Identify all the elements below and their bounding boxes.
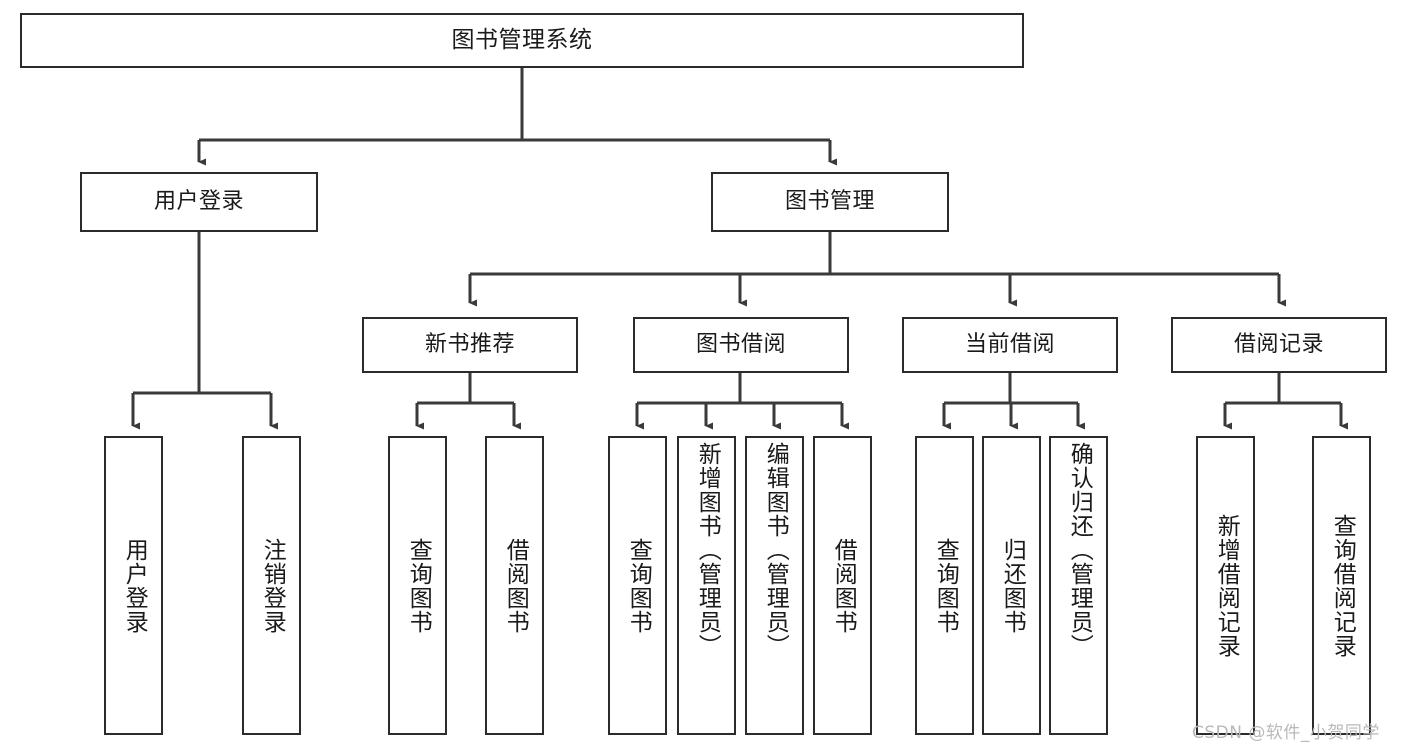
node-label: 用户登录 [121,537,148,634]
node-label: 确认归还（管理员） [1066,442,1093,658]
node-label: 借阅图书 [830,537,857,634]
leaf-logout-login[interactable]: 注销登录 [242,436,301,735]
leaf-borrow-book-borrow[interactable]: 借阅图书 [813,436,872,735]
node-label: 图书管理 [784,189,875,215]
node-label: 查询图书 [405,537,432,634]
node-label: 查询借阅记录 [1329,513,1356,658]
csdn-watermark: CSDN @软件_小贺同学 [1192,723,1380,743]
node-label: 用户登录 [153,189,244,215]
leaf-query-book-borrow[interactable]: 查询图书 [608,436,667,735]
node-current-borrow[interactable]: 当前借阅 [902,317,1118,373]
node-label: 注销登录 [259,537,286,634]
node-label: 查询图书 [625,537,652,634]
node-book-borrow[interactable]: 图书借阅 [633,317,849,373]
node-label: 借阅图书 [502,537,529,634]
node-label: 借阅记录 [1233,332,1324,358]
node-label: 编辑图书（管理员） [762,442,789,658]
leaf-add-borrow-record[interactable]: 新增借阅记录 [1196,436,1255,735]
leaf-query-book-recommend[interactable]: 查询图书 [388,436,447,735]
node-label: 归还图书 [999,537,1026,634]
node-label: 当前借阅 [964,332,1055,358]
leaf-confirm-return-admin[interactable]: 确认归还（管理员） [1049,436,1108,735]
node-label: 图书借阅 [695,332,786,358]
node-label: 新增借阅记录 [1213,513,1240,658]
leaf-borrow-book-recommend[interactable]: 借阅图书 [485,436,544,735]
node-book-manage[interactable]: 图书管理 [711,172,949,232]
node-user-login[interactable]: 用户登录 [80,172,318,232]
leaf-query-book-current[interactable]: 查询图书 [915,436,974,735]
node-root-system[interactable]: 图书管理系统 [20,13,1024,68]
leaf-return-book[interactable]: 归还图书 [982,436,1041,735]
node-label: 查询图书 [932,537,959,634]
leaf-query-borrow-record[interactable]: 查询借阅记录 [1312,436,1371,735]
leaf-user-login[interactable]: 用户登录 [104,436,163,735]
node-new-book-recommend[interactable]: 新书推荐 [362,317,578,373]
node-label: 新增图书（管理员） [694,442,721,658]
node-label: 图书管理系统 [451,27,593,54]
leaf-add-book-admin[interactable]: 新增图书（管理员） [677,436,736,735]
node-borrow-record[interactable]: 借阅记录 [1171,317,1387,373]
leaf-edit-book-admin[interactable]: 编辑图书（管理员） [745,436,804,735]
node-label: 新书推荐 [424,332,515,358]
